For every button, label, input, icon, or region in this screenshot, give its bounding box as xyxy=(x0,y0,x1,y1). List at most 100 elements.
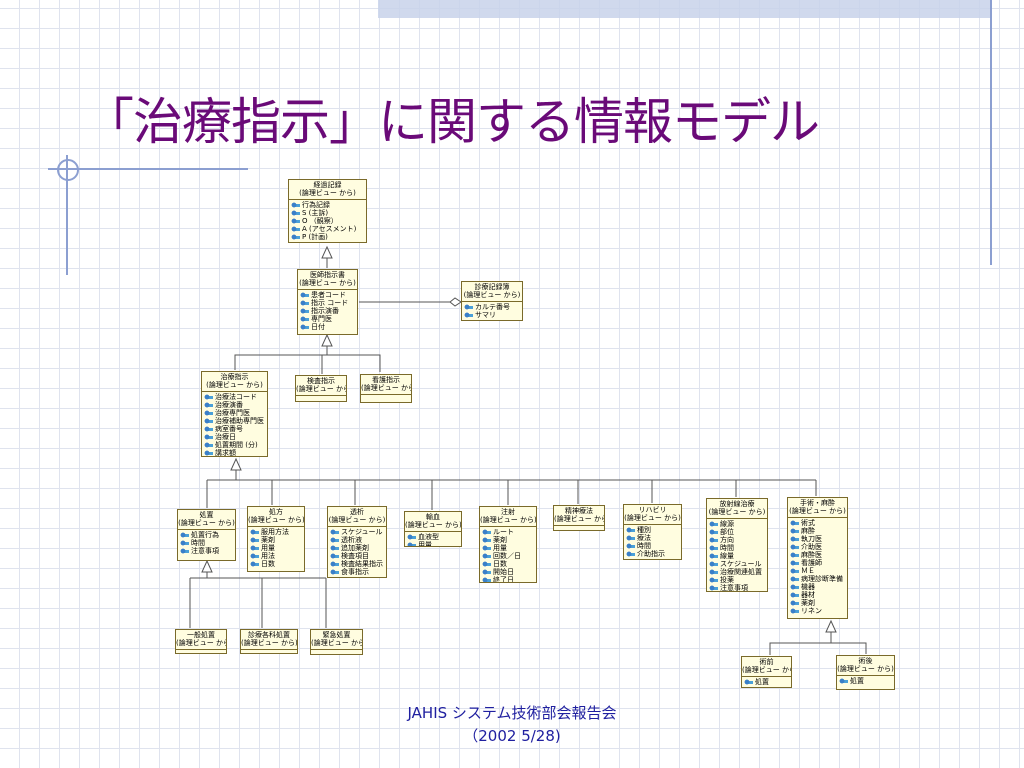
attribute-label: スケジュール xyxy=(720,560,762,568)
attribute-label: 介助医 xyxy=(801,543,822,551)
attribute-label: 時間 xyxy=(637,542,651,550)
attribute-label: 検査項目 xyxy=(341,552,369,560)
gen-arrow-shochi xyxy=(201,559,213,573)
class-attributes: 種別療法時間介助指示 xyxy=(624,525,681,559)
attribute-label: 日数 xyxy=(493,560,507,568)
attribute-label: 指示演番 xyxy=(311,307,339,315)
slide-title: 「治療指示」に関する情報モデル xyxy=(84,93,820,151)
class-header: 緊急処置(論理ビュー から) xyxy=(311,630,362,650)
class-name: 処方 xyxy=(269,508,283,516)
attribute-row: P (計画) xyxy=(291,233,364,241)
attribute-row: 日数 xyxy=(482,560,534,568)
class-attributes: 血液型用量 xyxy=(405,532,461,546)
class-box-kensa-shiji: 検査指示(論理ビュー から) xyxy=(295,375,347,402)
class-stereotype: (論理ビュー から) xyxy=(248,516,305,524)
attribute-icon xyxy=(790,520,799,526)
attribute-label: 講求額 xyxy=(215,449,236,457)
attribute-label: 線源 xyxy=(720,520,734,528)
attribute-label: 服用方法 xyxy=(261,528,289,536)
class-stereotype: (論理ビュー から) xyxy=(789,507,846,515)
attribute-icon xyxy=(709,585,718,591)
attribute-label: 執刀医 xyxy=(801,535,822,543)
attribute-row: 線量 xyxy=(709,552,765,560)
attribute-row: 線源 xyxy=(709,520,765,528)
class-attributes: スケジュール透析液追加薬剤検査項目検査結果指示食事指示 xyxy=(328,527,386,577)
attribute-label: 治療演番 xyxy=(215,401,243,409)
attribute-row: 方向 xyxy=(709,536,765,544)
attribute-label: 治療補助専門医 xyxy=(215,417,264,425)
attribute-icon xyxy=(250,561,259,567)
class-box-kinkyu-shochi: 緊急処置(論理ビュー から) xyxy=(310,629,363,655)
attribute-row: スケジュール xyxy=(709,560,765,568)
attribute-row: A (アセスメント) xyxy=(291,225,364,233)
attribute-row: 用量 xyxy=(407,541,459,546)
decor-vertical-line xyxy=(990,0,992,265)
attribute-icon xyxy=(180,540,189,546)
attribute-icon xyxy=(790,560,799,566)
attribute-icon xyxy=(291,202,300,208)
attribute-label: 線量 xyxy=(720,552,734,560)
attribute-label: 方向 xyxy=(720,536,734,544)
attribute-row: 注意事項 xyxy=(709,584,765,591)
attribute-icon xyxy=(204,402,213,408)
attribute-icon xyxy=(291,218,300,224)
attribute-label: 注意事項 xyxy=(191,547,219,555)
attribute-label: 看護師 xyxy=(801,559,822,567)
attribute-icon xyxy=(330,569,339,575)
class-name: 診療各科処置 xyxy=(248,631,290,639)
attribute-label: 日数 xyxy=(261,560,275,568)
class-box-toseki: 透析(論理ビュー から)スケジュール透析液追加薬剤検査項目検査結果指示食事指示 xyxy=(327,506,387,578)
attribute-icon xyxy=(291,234,300,240)
attribute-row: 術式 xyxy=(790,519,845,527)
attribute-label: A (アセスメント) xyxy=(302,225,357,233)
attribute-icon xyxy=(790,584,799,590)
attribute-row: リネン xyxy=(790,607,845,615)
class-box-chiryo-shiji: 治療指示(論理ビュー から)治療法コード治療演番治療専門医治療補助専門医病室番号… xyxy=(201,371,268,457)
attribute-label: 機器 xyxy=(801,583,815,591)
attribute-row: 看護師 xyxy=(790,559,845,567)
class-header: 検査指示(論理ビュー から) xyxy=(296,376,346,396)
class-name: 処置 xyxy=(199,511,214,519)
attribute-icon xyxy=(464,312,473,318)
attribute-row: 日数 xyxy=(250,560,302,568)
attribute-icon xyxy=(482,569,491,575)
attribute-row: 治療補助専門医 xyxy=(204,417,265,425)
attribute-row: 行為記録 xyxy=(291,201,364,209)
attribute-icon xyxy=(626,535,635,541)
attribute-label: 用量 xyxy=(493,544,507,552)
aggregation-diamond xyxy=(449,297,462,307)
class-stereotype: (論理ビュー から) xyxy=(361,384,411,392)
class-stereotype: (論理ビュー から) xyxy=(463,291,521,299)
attribute-row: 検査項目 xyxy=(330,552,384,560)
class-attributes: 処置 xyxy=(837,676,894,687)
attribute-row: 検査結果指示 xyxy=(330,560,384,568)
attribute-icon xyxy=(709,577,718,583)
attribute-icon xyxy=(204,426,213,432)
decor-horizontal-line xyxy=(48,168,248,170)
class-attributes: 処置 xyxy=(742,677,791,687)
attribute-row: カルテ番号 xyxy=(464,303,520,311)
class-stereotype: (論理ビュー から) xyxy=(480,516,537,524)
class-header: 注射(論理ビュー から) xyxy=(480,507,536,527)
attribute-icon xyxy=(250,545,259,551)
attribute-label: 器材 xyxy=(801,591,815,599)
class-stereotype: (論理ビュー から) xyxy=(299,279,356,287)
attribute-label: 処置 xyxy=(755,678,769,686)
attribute-icon xyxy=(482,577,491,582)
attribute-row: 終了日 xyxy=(482,576,534,583)
attribute-icon xyxy=(482,545,491,551)
attribute-row: 治療専門医 xyxy=(204,409,265,417)
class-attributes: 治療法コード治療演番治療専門医治療補助専門医病室番号治療日処置期間 (分)講求額 xyxy=(202,392,267,457)
class-header: 経過記録(論理ビュー から) xyxy=(289,180,366,200)
attribute-label: 終了日 xyxy=(493,576,514,583)
class-header: 透析(論理ビュー から) xyxy=(328,507,386,527)
attribute-row: 治療関連処置 xyxy=(709,568,765,576)
attribute-row: スケジュール xyxy=(330,528,384,536)
attribute-label: 部位 xyxy=(720,528,734,536)
class-stereotype: (論理ビュー から) xyxy=(554,515,604,523)
attribute-label: 患者コード xyxy=(311,291,346,299)
class-header: リハビリ(論理ビュー から) xyxy=(624,505,681,525)
attribute-row: 開始日 xyxy=(482,568,534,576)
class-stereotype: (論理ビュー から) xyxy=(405,521,462,529)
attribute-row: 器材 xyxy=(790,591,845,599)
